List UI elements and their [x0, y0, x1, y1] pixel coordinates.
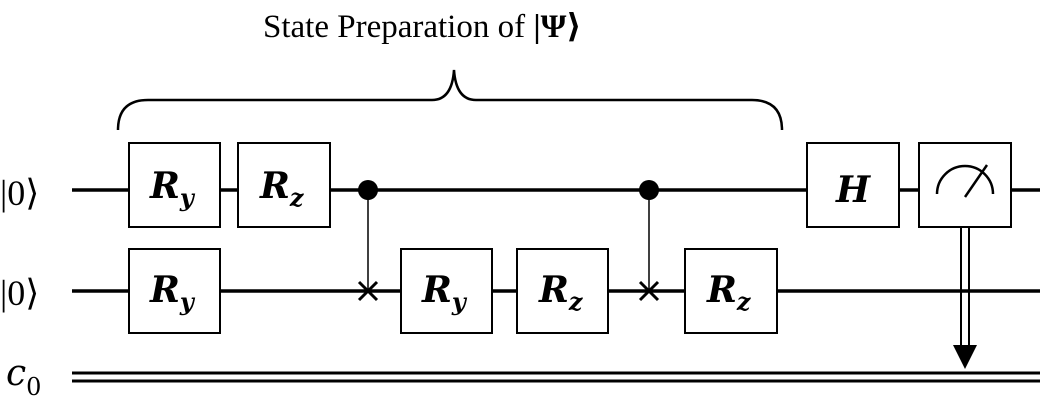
gate-q0-ry: Ry [128, 142, 221, 228]
gate-q0-h: H [806, 142, 900, 228]
qubit-1-label: |0⟩ [0, 273, 39, 313]
qubit-0-label: |0⟩ [0, 173, 39, 213]
svg-text:Ry: Ry [149, 269, 196, 316]
title-prefix: State Preparation of [263, 9, 533, 45]
svg-text:Ry: Ry [421, 269, 468, 316]
svg-text:Ry: Ry [149, 165, 196, 212]
control-dot-1 [358, 180, 378, 200]
gate-q1-rz-2: Rz [684, 248, 778, 334]
diagram-title: State Preparation of |Ψ⟩ [263, 9, 581, 45]
x-target-1 [357, 280, 379, 302]
svg-text:H: H [835, 169, 871, 211]
svg-text:Rz: Rz [706, 269, 752, 316]
gate-q1-rz-1: Rz [516, 248, 609, 334]
x-target-2 [638, 280, 660, 302]
measurement-gate [918, 142, 1012, 228]
gate-q1-ry-1: Ry [128, 248, 221, 334]
classical-register-label: c0 [6, 353, 41, 401]
title-psi: |Ψ⟩ [533, 9, 581, 45]
state-preparation-brace [116, 69, 784, 131]
control-dot-2 [639, 180, 659, 200]
meter-icon [935, 164, 995, 198]
svg-text:Rz: Rz [259, 165, 305, 212]
gate-q0-rz: Rz [237, 142, 331, 228]
svg-text:Rz: Rz [538, 269, 584, 316]
measurement-arrow [953, 227, 977, 369]
gate-q1-ry-2: Ry [400, 248, 493, 334]
